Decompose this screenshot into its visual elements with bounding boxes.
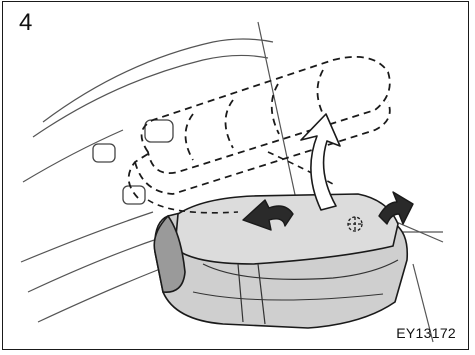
illustration-frame: 4 EY13172 <box>2 1 469 350</box>
figure-code: EY13172 <box>396 326 456 340</box>
seat-folding-illustration <box>3 2 467 348</box>
step-number: 4 <box>19 11 32 35</box>
seat-back-previous-position <box>129 57 390 198</box>
